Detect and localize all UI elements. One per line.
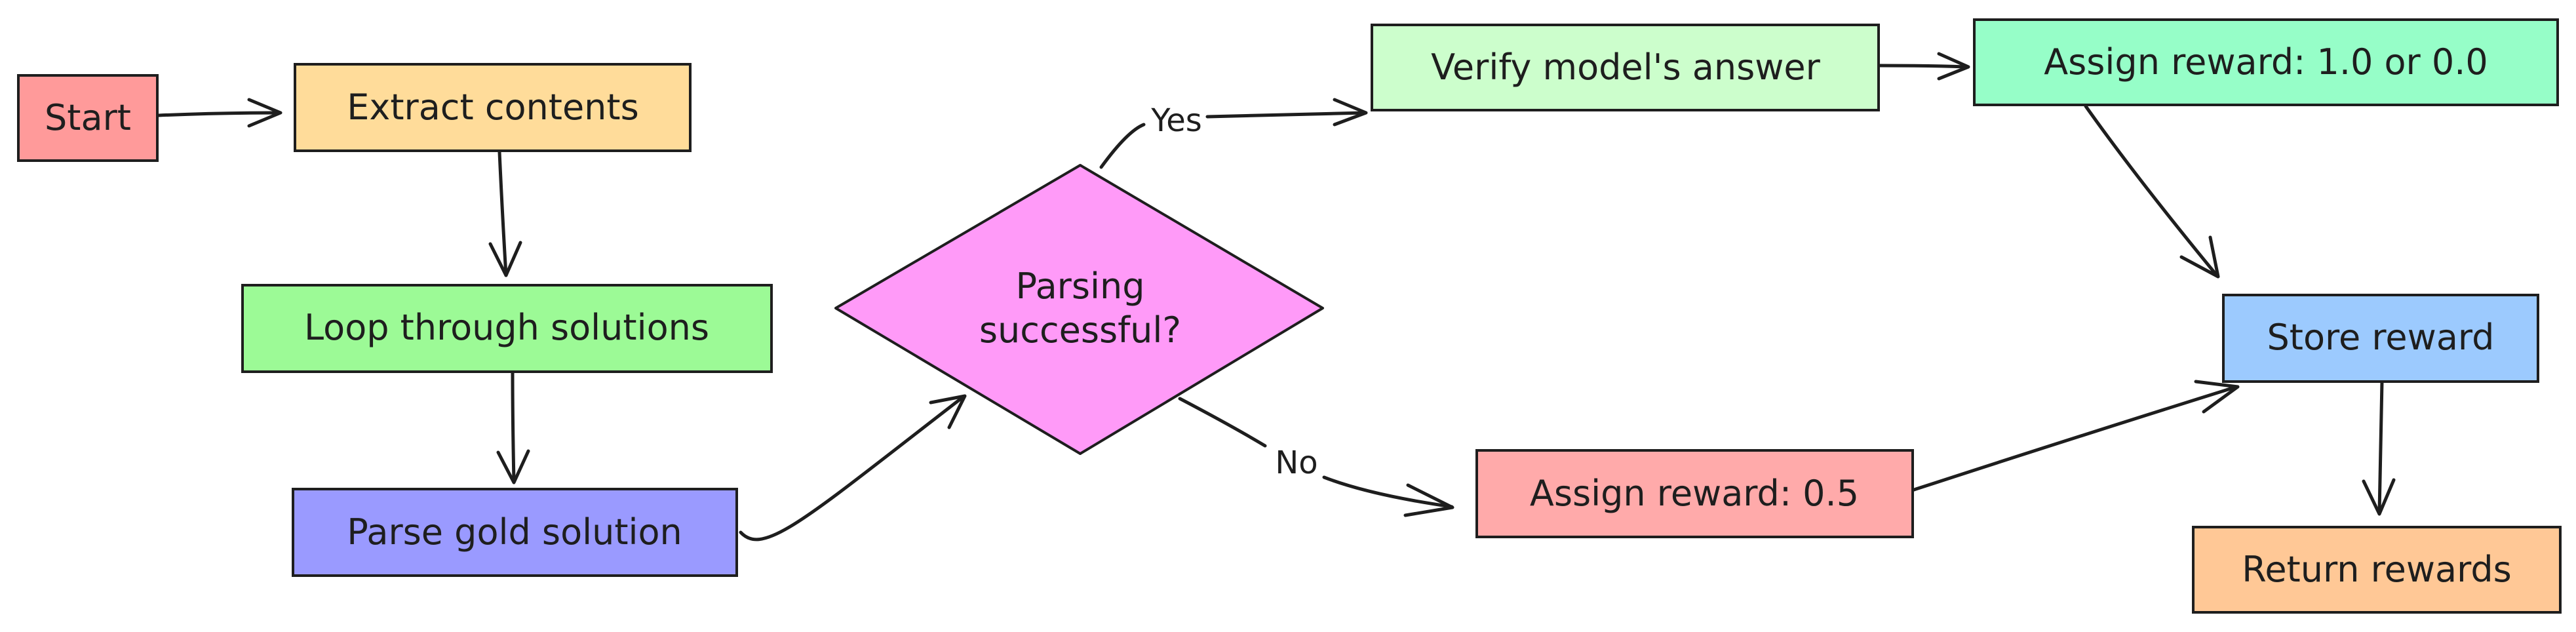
node-loop[interactable]: Loop through solutions — [241, 284, 773, 373]
edge-decision-to-assign-half-arrowhead — [1403, 483, 1454, 517]
edge-assign-full-to-store-arrowhead — [2179, 235, 2220, 279]
node-assign-half[interactable]: Assign reward: 0.5 — [1475, 449, 1914, 538]
node-assign-full-label: Assign reward: 1.0 or 0.0 — [2044, 41, 2488, 83]
edge-decision-to-verify-arrowhead — [1333, 98, 1368, 127]
node-decision[interactable]: Parsing successful? — [834, 164, 1324, 455]
node-parse-gold-label: Parse gold solution — [347, 511, 682, 553]
node-verify-label: Verify model's answer — [1431, 47, 1820, 88]
node-return-rewards[interactable]: Return rewards — [2192, 526, 2562, 614]
edge-verify-to-assign-full — [1878, 64, 1968, 69]
node-assign-half-shape — [1475, 449, 1914, 538]
node-store-label: Store reward — [2267, 317, 2495, 358]
node-extract-label: Extract contents — [347, 87, 638, 128]
edge-parse-to-decision-arrowhead — [929, 394, 967, 429]
node-loop-shape — [241, 284, 773, 373]
node-extract-shape — [294, 63, 692, 152]
edge-parse-to-decision — [739, 395, 966, 542]
edge-decision-to-verify — [1099, 123, 1146, 169]
node-return-rewards-label: Return rewards — [2242, 549, 2512, 590]
node-assign-half-label: Assign reward: 0.5 — [1530, 473, 1859, 514]
node-return-rewards-shape — [2192, 526, 2562, 614]
edge-decision-to-verify-tail — [1205, 111, 1367, 119]
node-start[interactable]: Start — [17, 74, 159, 162]
edge-store-to-return — [2377, 380, 2384, 515]
node-store[interactable]: Store reward — [2222, 294, 2539, 383]
node-assign-full-shape — [1973, 18, 2559, 106]
node-decision-label-line2: successful? — [979, 309, 1181, 351]
node-parse-gold[interactable]: Parse gold solution — [292, 488, 738, 577]
node-decision-label-line1: Parsing — [1015, 266, 1144, 307]
node-verify[interactable]: Verify model's answer — [1371, 24, 1880, 111]
node-verify-shape — [1371, 24, 1880, 111]
node-extract[interactable]: Extract contents — [294, 63, 692, 152]
edge-label-yes: Yes — [1150, 102, 1201, 139]
node-parse-gold-shape — [292, 488, 738, 577]
edge-extract-to-loop — [498, 150, 508, 277]
edge-assign-half-to-store-arrowhead — [2194, 380, 2240, 414]
edges — [157, 52, 2396, 542]
node-assign-full[interactable]: Assign reward: 1.0 or 0.0 — [1973, 18, 2559, 106]
edge-assign-full-to-store — [2084, 104, 2219, 277]
node-decision-shape — [834, 164, 1324, 455]
edge-start-to-extract-arrowhead — [247, 98, 283, 128]
edge-loop-to-parse-arrowhead — [496, 449, 530, 484]
edge-extract-to-loop-arrowhead — [488, 241, 522, 277]
edge-verify-to-assign-full-arrowhead — [1937, 52, 1970, 81]
edge-decision-to-assign-half — [1178, 397, 1267, 448]
node-store-shape — [2222, 294, 2539, 383]
edge-start-to-extract — [157, 111, 281, 117]
edge-decision-to-assign-half-tail — [1322, 475, 1454, 509]
edge-store-to-return-arrowhead — [2362, 478, 2396, 516]
node-loop-label: Loop through solutions — [304, 307, 709, 348]
edge-label-no: No — [1275, 444, 1317, 481]
edge-assign-half-to-store — [1912, 385, 2238, 492]
node-start-shape — [17, 74, 159, 162]
edge-loop-to-parse — [511, 370, 516, 484]
node-start-label: Start — [45, 97, 131, 138]
